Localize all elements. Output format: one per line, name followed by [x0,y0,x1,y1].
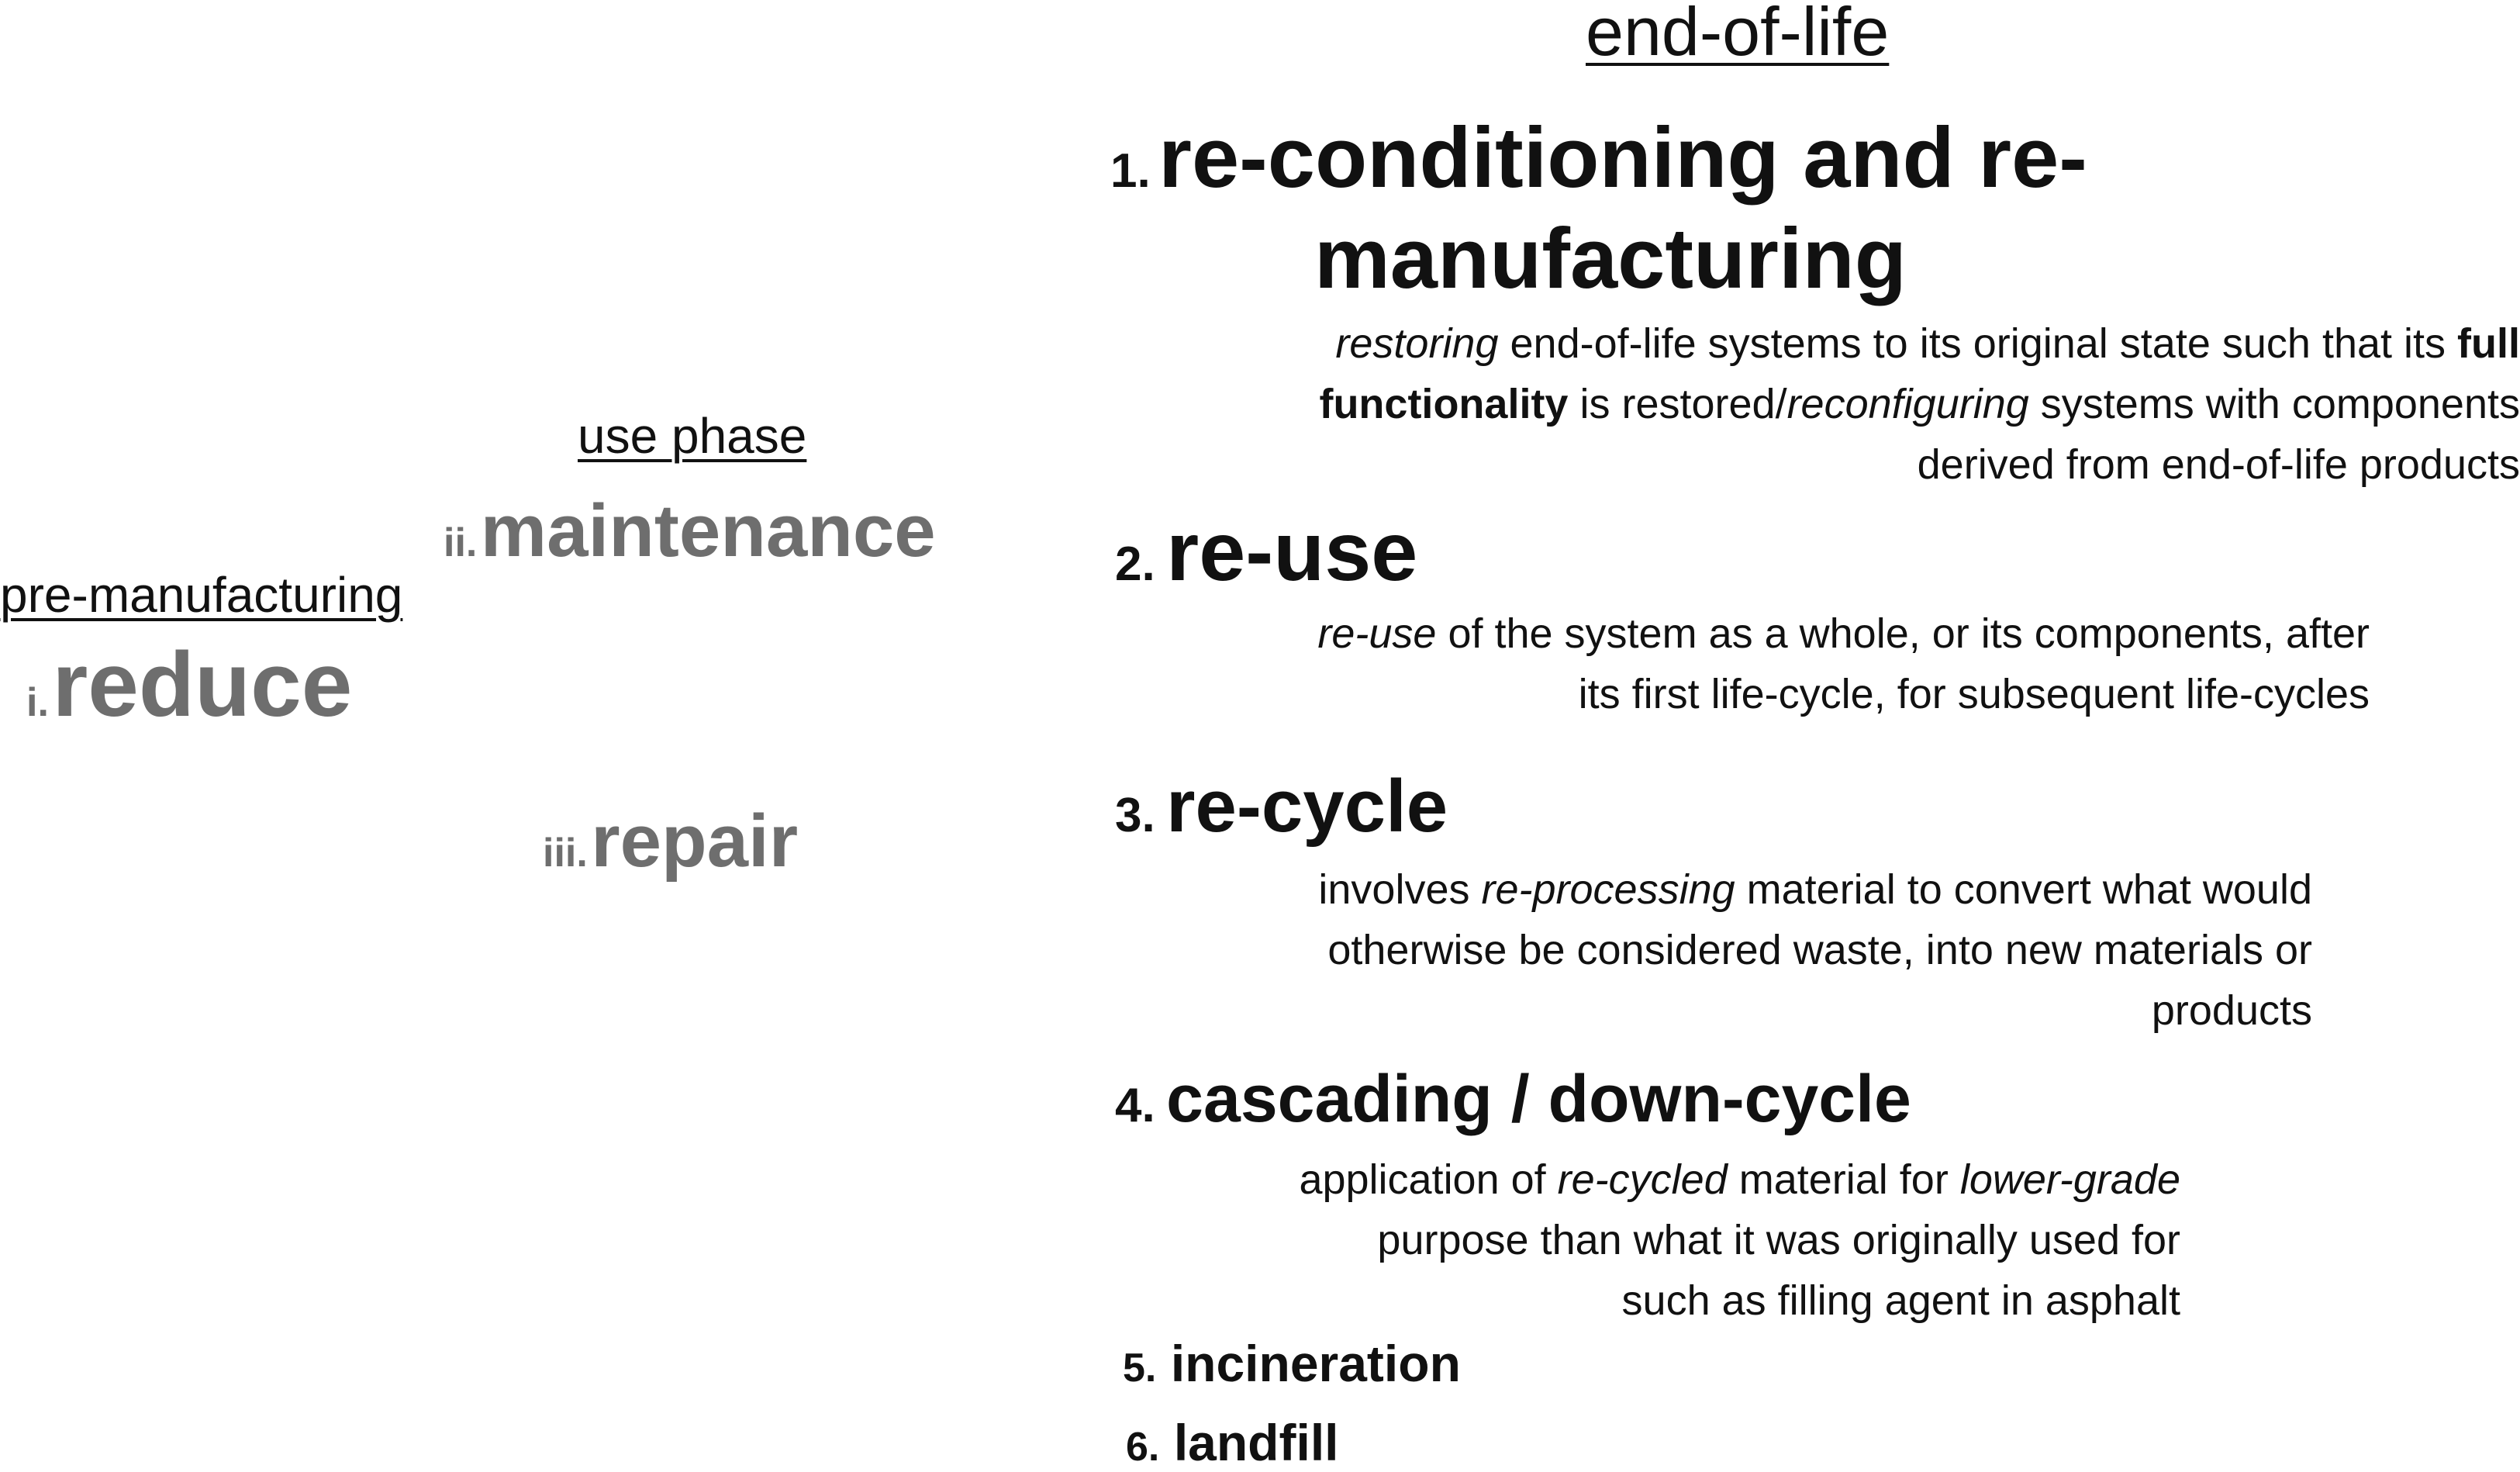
desc-text: derived from end-of-life products [1917,441,2520,488]
desc-text: otherwise be considered waste, into new … [1327,927,2312,973]
eol-item-reuse: 2. re-use [1115,503,1417,600]
repair-number: iii. [543,831,588,876]
desc-emphasis: lower-grade [1959,1156,2180,1203]
item-number: 3. [1115,789,1155,842]
desc-text: of the system as a whole, or its compone… [1436,610,2370,657]
maintenance-item: ii. maintenance [444,489,936,574]
desc-text: such as filling agent in asphalt [1621,1277,2180,1324]
desc-text: purpose than what it was originally used… [1377,1217,2180,1263]
eol-item-reconditioning: 1. re-conditioning and re- [1110,109,2087,207]
end-of-life-heading: end-of-life [1586,0,1890,70]
desc-text: end-of-life systems to its original stat… [1498,320,2458,367]
desc-emphasis: restoring [1335,320,1499,367]
item-description-recycle: involves re-processing material to conve… [1086,859,2312,1041]
item-title: re-cycle [1166,765,1448,848]
desc-text: is restored/ [1568,381,1787,427]
item-title: cascading / down-cycle [1166,1062,1911,1136]
eol-item-cascading: 4. cascading / down-cycle [1115,1061,1911,1138]
item-title: landfill [1173,1414,1339,1471]
use-phase-heading: use phase [578,408,807,464]
item-title: re-conditioning and re- [1158,110,2087,206]
desc-text: products [2151,987,2312,1034]
item-title: re-use [1166,504,1418,598]
item-number: 6. [1126,1425,1160,1470]
desc-emphasis: re-processing [1481,866,1735,913]
reduce-number: i. [26,680,49,725]
eol-item-recycle: 3. re-cycle [1115,764,1448,849]
item-number: 2. [1115,537,1155,591]
desc-text: systems with components [2028,381,2520,427]
desc-emphasis: re-use [1317,610,1437,657]
item-description-reuse: re-use of the system as a whole, or its … [1086,603,2370,724]
desc-emphasis: re-cycled [1557,1156,1728,1203]
repair-item: iii. repair [543,799,798,884]
item-title-continued: manufacturing [1314,211,1907,306]
desc-text: application of [1299,1156,1558,1203]
reduce-item: i. reduce [26,632,352,738]
desc-text: its first life-cycle, for subsequent lif… [1578,671,2370,717]
item-description-reconditioning: restoring end-of-life systems to its ori… [1086,313,2520,495]
maintenance-title: maintenance [480,489,936,572]
item-number: 4. [1115,1079,1155,1132]
item-number: 1. [1110,144,1151,198]
item-title: incineration [1170,1335,1461,1392]
item-description-cascading: application of re-cycled material for lo… [1086,1149,2180,1331]
desc-text: material to convert what would [1735,866,2312,913]
item-number: 5. [1123,1346,1157,1391]
repair-title: repair [591,800,799,883]
desc-emphasis: reconfiguring [1786,381,2029,427]
desc-text: involves [1318,866,1482,913]
eol-item-incineration: 5. incineration [1123,1334,1461,1393]
eol-item-landfill: 6. landfill [1126,1413,1339,1472]
desc-text: material for [1727,1156,1960,1203]
desc-strong: full [2457,320,2520,367]
reduce-title: reduce [52,634,353,736]
desc-strong: functionality [1319,381,1569,427]
maintenance-number: ii. [444,520,478,565]
pre-manufacturing-heading: pre-manufacturing [0,567,403,623]
